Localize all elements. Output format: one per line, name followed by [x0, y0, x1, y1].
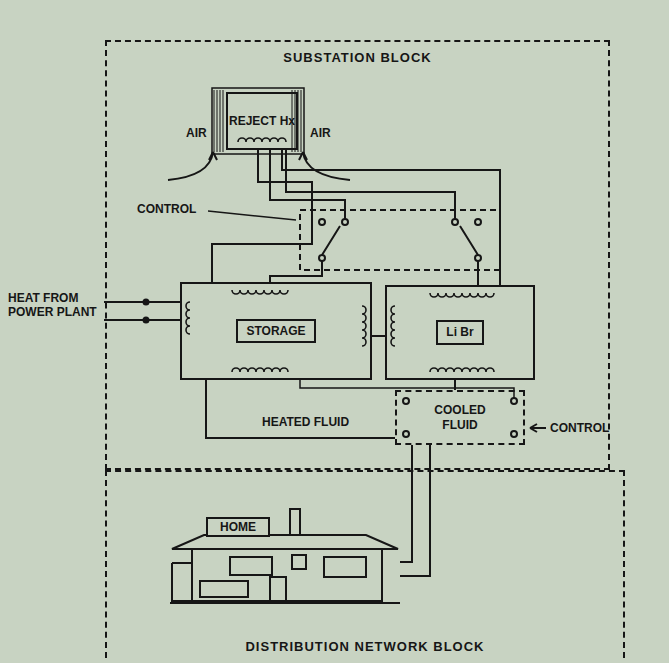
wire: [104, 302, 180, 320]
block-region: DISTRIBUTION NETWORK BLOCK HOME: [105, 470, 625, 658]
switch-box: [300, 210, 500, 270]
fin-frame: [212, 88, 304, 154]
house-figure: HOME: [170, 505, 400, 605]
switch-contact: [319, 255, 325, 261]
pipe-connector: [454, 380, 456, 390]
terminal-dot: [144, 300, 149, 305]
pipe-connector: [400, 445, 430, 576]
control-arrow: [530, 424, 546, 432]
coil-winding: [391, 306, 395, 346]
wire: [477, 261, 479, 285]
switch-contact: [511, 431, 517, 437]
annex: [172, 563, 192, 601]
annotation-label: CONTROL: [137, 202, 196, 216]
switch-contact: [403, 398, 409, 404]
switch-contact: [452, 219, 458, 225]
coil-winding: [186, 302, 190, 334]
fin-stroke: [214, 90, 215, 152]
chimney: [290, 509, 300, 535]
g-shape: [186, 138, 494, 372]
g-shape: [214, 90, 301, 152]
terminal-dot: [144, 318, 149, 323]
house-outline: [170, 505, 400, 605]
leader-line: [208, 211, 296, 220]
switch-contact: [342, 219, 348, 225]
g-shape: [104, 88, 546, 562]
pipe-connector: [372, 335, 385, 337]
wire: [300, 380, 514, 398]
switch-lever: [322, 226, 478, 255]
node-label: COOLED FLUID: [425, 403, 495, 432]
block-title: DISTRIBUTION NETWORK BLOCK: [245, 639, 484, 655]
window: [200, 581, 248, 597]
annotation-label: CONTROL: [550, 421, 609, 435]
fin-stroke: [217, 90, 218, 152]
fin-stroke: [223, 90, 224, 152]
window: [292, 555, 306, 569]
g-shape: [170, 509, 400, 603]
door: [270, 577, 286, 601]
switch-contact: [511, 398, 517, 404]
node-label: REJECT Hx: [229, 114, 295, 128]
annotation-label: HEAT FROM POWER PLANT: [8, 291, 100, 320]
air-flow: [168, 152, 213, 180]
absorption-unit-box: Li Br: [385, 285, 535, 380]
pipe-connector: [282, 150, 500, 285]
block-region: SUBSTATION BLOCK REJECT Hx STORAGE Li Br COO…: [105, 40, 610, 470]
switch-contact: [475, 219, 481, 225]
ground-line: [170, 602, 400, 604]
control-box: COOLED FLUID: [395, 390, 525, 445]
air-arrow: [209, 152, 217, 160]
fin-stroke: [301, 90, 302, 152]
coil-winding: [362, 306, 366, 346]
switch-contact: [319, 219, 325, 225]
air-flow: [303, 152, 350, 180]
annotation-label: HEATED FLUID: [262, 415, 349, 429]
annotation-label: AIR: [310, 126, 331, 140]
coil-winding: [430, 293, 494, 297]
switch-contact: [475, 255, 481, 261]
coil-winding: [232, 290, 288, 294]
pipe-connector: [206, 380, 395, 438]
wire: [270, 261, 322, 282]
window: [324, 557, 366, 577]
wall: [192, 549, 382, 601]
block-title: SUBSTATION BLOCK: [283, 50, 431, 66]
node-label: STORAGE: [236, 319, 315, 343]
window: [230, 557, 272, 575]
coil-winding: [232, 368, 288, 372]
storage-box: STORAGE: [180, 282, 372, 380]
switch-contact: [403, 431, 409, 437]
fin-stroke: [220, 90, 221, 152]
node-label: HOME: [206, 517, 270, 537]
coil-winding: [430, 368, 494, 372]
annotation-label: AIR: [186, 126, 207, 140]
node-label: Li Br: [436, 320, 483, 344]
wire: [400, 445, 412, 562]
heat-exchanger-box: REJECT Hx: [226, 92, 298, 150]
air-arrow: [299, 152, 307, 160]
coil-winding: [238, 138, 286, 142]
